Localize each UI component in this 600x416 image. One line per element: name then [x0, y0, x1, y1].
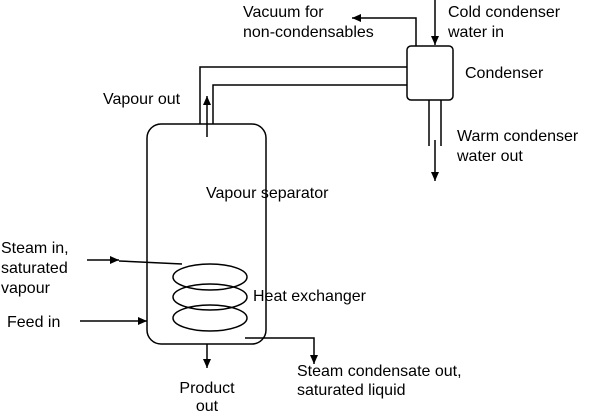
vapour-pipe-inner: [212, 84, 407, 124]
condenser-label: Condenser: [465, 65, 544, 82]
condensate-label-line1: Steam condensate out,: [297, 363, 462, 380]
vapour-separator-label: Vapour separator: [206, 185, 329, 202]
vacuum-label-line1: Vacuum for: [243, 4, 324, 21]
condensate-pipe: [245, 337, 318, 364]
vacuum-line: [352, 14, 417, 46]
warm-water-label-line2: water out: [457, 148, 523, 165]
vapour-separator-vessel: [146, 123, 267, 345]
condensate-label-line2: saturated liquid: [297, 382, 406, 399]
cold-water-label-line1: Cold condenser: [448, 4, 561, 21]
steam-in-label-line1: Steam in,: [1, 240, 69, 257]
warm-water-label-line1: Warm condenser: [457, 128, 579, 145]
heat-exchanger-label: Heat exchanger: [253, 288, 366, 305]
condenser-box: [406, 45, 454, 101]
steam-in-label-line2: saturated: [1, 260, 68, 277]
vapour-pipe-outer: [199, 66, 407, 124]
steam-in-label-line3: vapour: [1, 280, 50, 297]
heat-exchanger-coil: [172, 263, 248, 332]
vapour-out-label: Vapour out: [103, 91, 181, 108]
vacuum-label-line2: non-condensables: [243, 24, 374, 41]
product-out-label-line2: out: [195, 398, 219, 415]
product-out-label-line1: Product: [179, 380, 235, 397]
feed-in-label: Feed in: [7, 314, 61, 331]
steam-in-pipe: [118, 260, 183, 265]
cold-water-label-line2: water in: [448, 24, 505, 41]
